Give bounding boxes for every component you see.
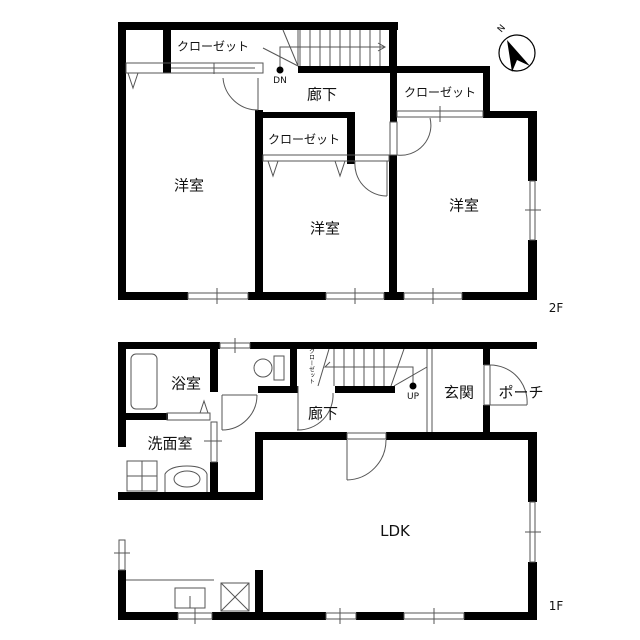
walls-1f — [118, 342, 537, 620]
floor-label-1f: 1F — [548, 599, 564, 613]
compass-icon — [498, 34, 536, 72]
staircase-1f — [296, 348, 433, 432]
stair-start-marker-1f — [409, 382, 417, 390]
stair-label-dn: DN — [273, 76, 287, 86]
walls-2f — [118, 22, 537, 300]
room-label-washroom: 洗面室 — [147, 434, 193, 453]
room-label-bedroom-right: 洋室 — [448, 196, 480, 215]
room-label-bedroom-left: 洋室 — [173, 176, 205, 195]
room-label-hallway-1f: 廊下 — [307, 404, 339, 423]
room-label-hallway-2f: 廊下 — [306, 85, 338, 104]
bathtub — [130, 353, 158, 410]
room-label-closet-middle: クローゼット — [267, 132, 341, 147]
room-label-porch: ポーチ — [498, 383, 544, 402]
room-label-ldk: LDK — [380, 522, 410, 540]
room-label-closet-top: クローゼット — [176, 39, 250, 54]
room-label-bedroom-middle: 洋室 — [309, 219, 341, 238]
room-label-closet-1f: クローゼット — [307, 348, 315, 384]
stair-start-marker-2f — [276, 66, 284, 74]
room-label-bath: 浴室 — [170, 374, 202, 393]
room-label-entrance: 玄関 — [443, 383, 475, 402]
fixtures-1f — [114, 338, 541, 624]
room-label-closet-right: クローゼット — [403, 85, 477, 100]
floor-label-2f: 2F — [548, 301, 564, 315]
stove — [220, 582, 250, 612]
staircase-2f — [262, 29, 387, 70]
fixtures-2f — [125, 29, 541, 304]
stair-label-up: UP — [406, 392, 420, 402]
toilet — [253, 358, 273, 378]
